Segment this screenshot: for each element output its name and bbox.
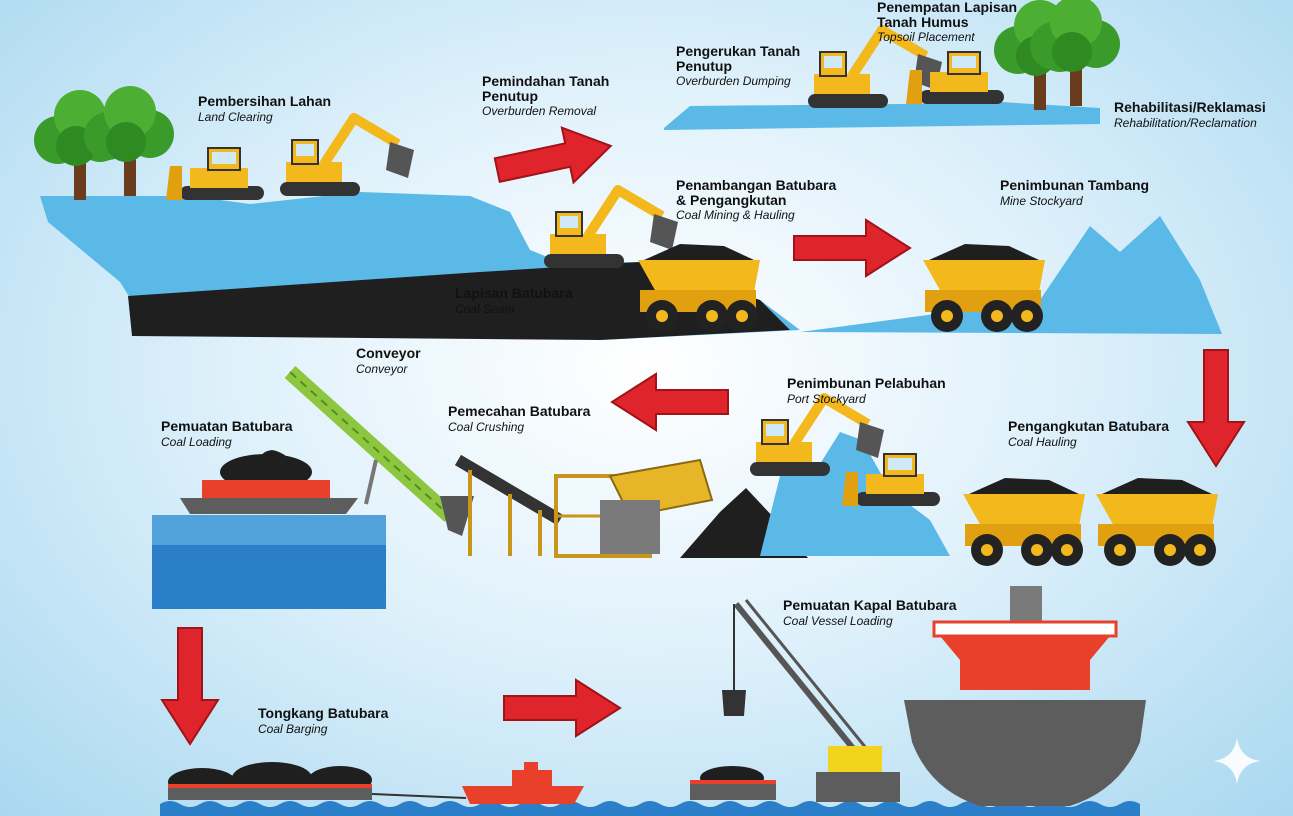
dump-truck-icon [923,244,1045,332]
label-land-clearing: Pembersihan Lahan Land Clearing [198,93,332,124]
label-overburden-removal: Pemindahan Tanah Penutup Overburden Remo… [482,73,610,119]
bulldozer-icon [165,147,265,201]
label-coal-mining: Penambangan Batubara & Pengangkutan Coal… [676,177,837,223]
label-port-stockyard: Penimbunan Pelabuhan Port Stockyard [787,375,946,406]
label-conveyor: Conveyor Conveyor [356,345,421,376]
ship-icon [904,586,1146,806]
crane-icon [722,599,900,802]
tugboat-icon [462,762,584,804]
coal-seam-layer [128,262,790,340]
mine-stockyard-mound [800,216,1222,334]
label-coal-vessel-loading: Pemuatan Kapal Batubara Coal Vessel Load… [783,597,957,628]
flow-arrow-icon [161,627,219,745]
flow-arrow-icon [1187,349,1245,467]
label-coal-loading: Pemuatan Batubara Coal Loading [161,418,293,449]
tow-line [371,793,467,799]
reclamation-ground [664,102,1100,130]
excavator-icon [280,118,414,196]
dump-truck-icon [1096,478,1218,566]
coal-loading-barge [180,450,358,514]
label-coal-barging: Tongkang Batubara Coal Barging [258,705,389,736]
label-coal-crushing: Pemecahan Batubara Coal Crushing [448,403,591,434]
conveyor-icon [284,366,474,536]
label-rehabilitation: Rehabilitasi/Reklamasi Rehabilitation/Re… [1114,99,1266,130]
flow-arrow-icon [503,679,621,737]
barge-icon [168,762,372,800]
loading-barge [690,766,776,800]
crusher-icon [454,454,714,558]
dump-truck-icon [638,244,760,332]
sparkle-icon [1214,738,1260,784]
label-overburden-dumping: Pengerukan Tanah Penutup Overburden Dump… [676,43,801,89]
label-mine-stockyard: Penimbunan Tambang Mine Stockyard [1000,177,1150,208]
sea-waves [160,801,1140,816]
label-topsoil-placement: Penempatan Lapisan Tanah Humus Topsoil P… [877,0,1018,45]
flow-arrow-icon [490,117,618,199]
flow-arrow-icon [611,373,729,431]
label-coal-seam: Lapisan Batubara Coal Seam [455,285,573,316]
label-coal-hauling: Pengangkutan Batubara Coal Hauling [1008,418,1170,449]
loading-water [152,515,386,609]
dump-truck-icon [963,478,1085,566]
flow-arrow-icon [793,219,911,277]
